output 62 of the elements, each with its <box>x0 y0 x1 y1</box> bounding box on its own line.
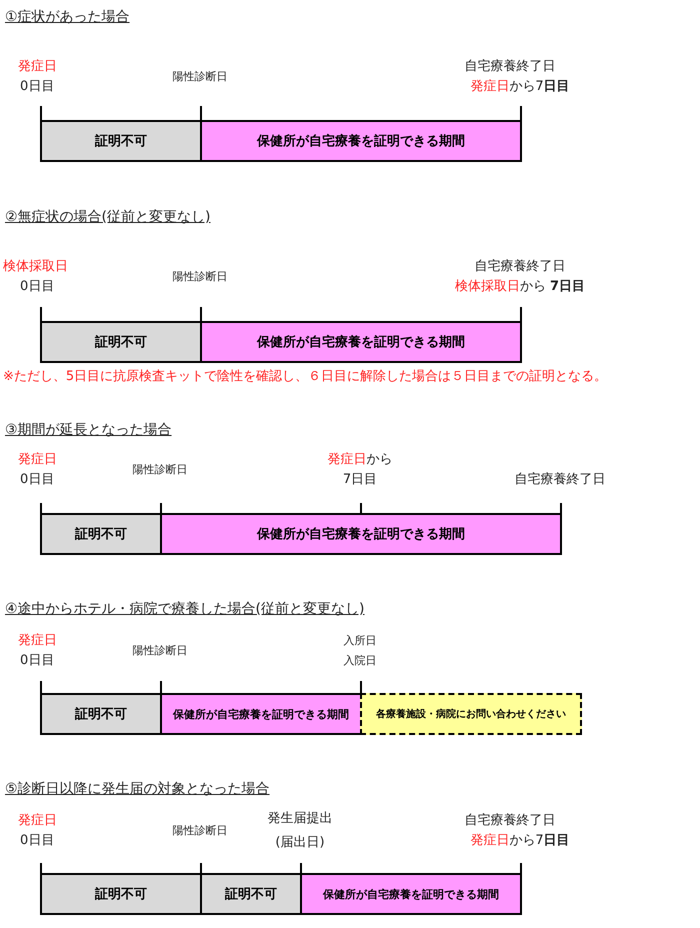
date-label: 発症日 <box>18 813 57 829</box>
period-label: 保健所が自宅療養を証明できる期間 <box>323 886 499 902</box>
date-label: (届出日) <box>275 835 325 851</box>
date-label: 陽性診断日 <box>172 69 228 85</box>
period-label: 保健所が自宅療養を証明できる期間 <box>257 334 465 351</box>
section-heading: ⑤診断日以降に発生届の対象となった場合 <box>5 781 270 797</box>
certifiable-period-bar <box>160 693 362 735</box>
date-label: 陽性診断日 <box>132 643 188 659</box>
date-label: 陽性診断日 <box>132 462 188 478</box>
date-label: 自宅療養終了日 <box>474 259 566 275</box>
date-label: 発症日 <box>470 79 510 95</box>
day-label: 0日目 <box>20 79 54 95</box>
period-label: 保健所が自宅療養を証明できる期間 <box>257 132 465 150</box>
period-label: 証明不可 <box>95 334 147 351</box>
day-label: から 7日目 <box>520 279 586 295</box>
period-label: 保健所が自宅療養を証明できる期間 <box>257 526 465 543</box>
day-label: 0日目 <box>20 833 54 849</box>
day-label: から7日目 <box>509 79 570 95</box>
date-label: 発生届提出 <box>268 811 332 827</box>
period-label: 証明不可 <box>95 133 147 150</box>
period-label: 保健所が自宅療養を証明できる期間 <box>173 706 349 722</box>
section-heading: ④途中からホテル・病院で療養した場合(従前と変更なし) <box>5 601 364 617</box>
date-label: 自宅療養終了日 <box>514 472 606 488</box>
day-label: 0日目 <box>20 472 54 488</box>
date-label: 発症日 <box>18 452 57 468</box>
certifiable-period-bar <box>160 513 562 555</box>
period-label: 証明不可 <box>225 886 277 903</box>
date-label: 自宅療養終了日 <box>464 59 556 75</box>
date-label: 発症日 <box>18 59 57 75</box>
certifiable-period-bar <box>300 873 522 915</box>
section-heading: ①症状があった場合 <box>5 9 130 25</box>
no-certificate-period-bar <box>40 513 162 555</box>
date-label: 検体採取日 <box>454 279 520 295</box>
date-label: 発症日 <box>470 833 510 849</box>
date-label: 検体採取日 <box>3 259 68 275</box>
date-label: 入院日 <box>344 653 376 669</box>
section-heading: ③期間が延長となった場合 <box>5 422 172 438</box>
date-label: 発症日 <box>18 633 57 649</box>
no-certificate-period-bar <box>40 873 202 915</box>
certifiable-period-bar <box>200 321 522 363</box>
no-certificate-period-bar <box>40 693 162 735</box>
date-label: 自宅療養終了日 <box>464 813 556 829</box>
date-label: 陽性診断日 <box>172 823 228 839</box>
period-label: 各療養施設・病院にお問い合わせください <box>376 708 566 721</box>
no-certificate-period-bar <box>200 873 302 915</box>
period-label: 証明不可 <box>75 706 127 723</box>
no-certificate-period-bar <box>40 120 202 162</box>
day-label: から <box>366 452 392 468</box>
day-label: から7日目 <box>509 833 570 849</box>
section-heading: ②無症状の場合(従前と変更なし) <box>5 209 210 225</box>
day-label: 0日目 <box>20 279 54 295</box>
certifiable-period-bar <box>200 120 522 162</box>
no-certificate-period-bar <box>40 321 202 363</box>
date-label: 入所日 <box>344 633 376 649</box>
period-label: 証明不可 <box>75 526 127 543</box>
day-label: 7日目 <box>342 472 378 488</box>
date-label: 発症日 <box>328 452 366 468</box>
facility-inquiry-period-bar <box>360 693 582 735</box>
date-label: 陽性診断日 <box>172 269 228 285</box>
day-label: 0日目 <box>20 653 54 669</box>
note-text: ※ただし、5日目に抗原検査キットで陰性を確認し、６日目に解除した場合は５日目までの証明となる。 <box>3 369 608 385</box>
period-label: 証明不可 <box>95 886 147 903</box>
